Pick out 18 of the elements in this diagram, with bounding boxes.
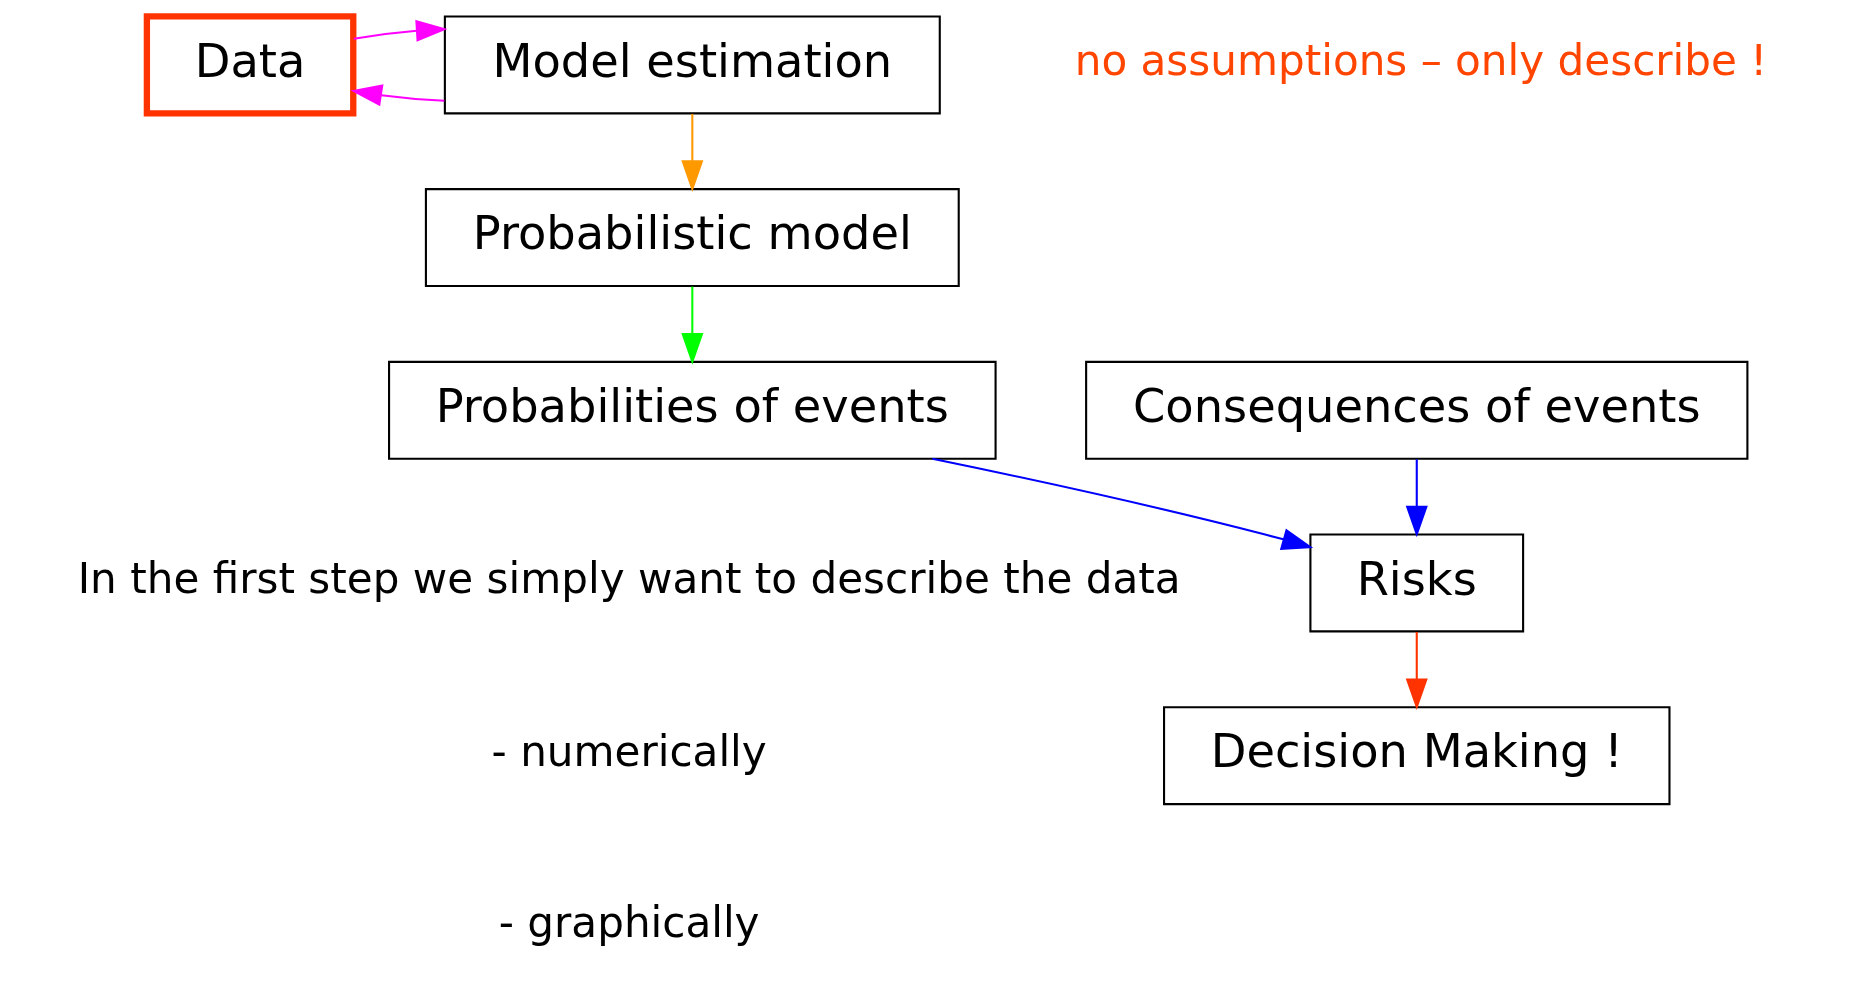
node-box: Decision Making !	[1163, 706, 1671, 806]
label: In the first step we simply want to describe the data	[77, 554, 1181, 604]
node-box: Model estimation	[443, 15, 941, 115]
node-box: Consequences of events	[1085, 360, 1749, 460]
node-box: Data	[143, 13, 357, 117]
label: no assumptions – only describe !	[1074, 36, 1768, 86]
arrow	[681, 286, 704, 365]
node-box: Probabilities of events	[388, 360, 997, 460]
arrow	[1405, 632, 1428, 711]
arrow	[1405, 459, 1428, 538]
arrow	[681, 113, 704, 192]
label: - graphically	[498, 897, 760, 947]
arrow	[932, 457, 1314, 550]
arrow	[353, 19, 448, 42]
label: - numerically	[491, 727, 767, 777]
node-box: Probabilistic model	[424, 188, 960, 288]
arrow	[350, 84, 445, 107]
node-box: Risks	[1309, 533, 1525, 633]
